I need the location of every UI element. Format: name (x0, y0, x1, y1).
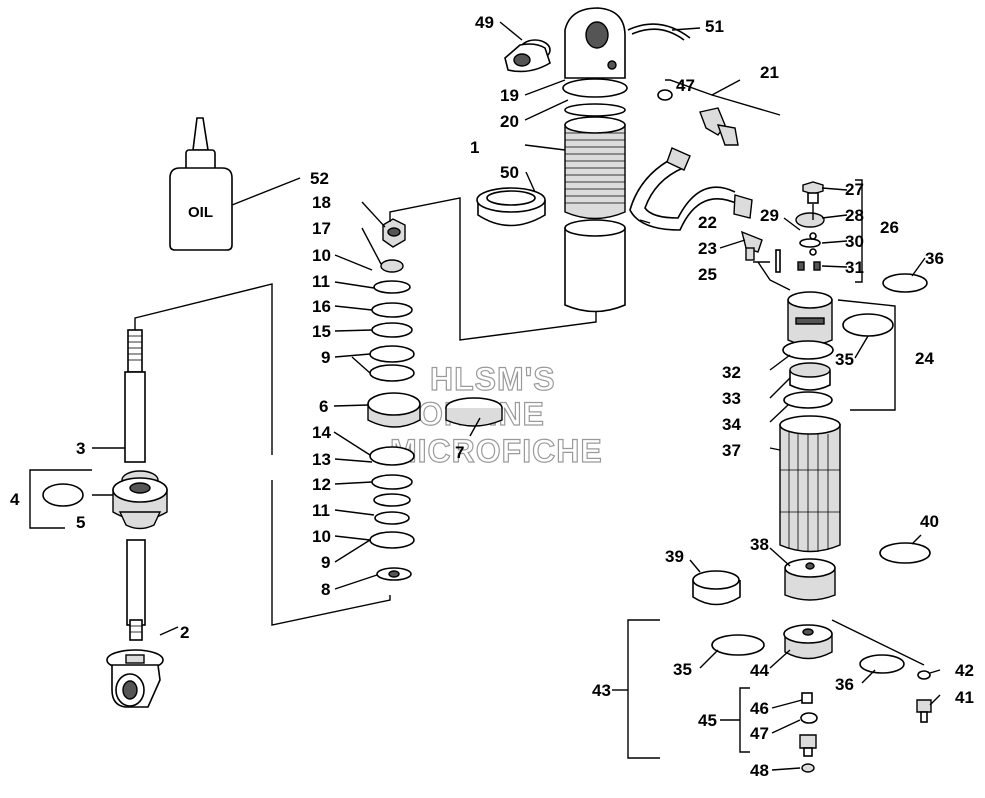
callout-6: 6 (319, 397, 328, 416)
callout-42: 42 (955, 661, 974, 680)
callout-30: 30 (845, 232, 864, 251)
callout-46: 46 (750, 699, 769, 718)
callout-37: 37 (722, 441, 741, 460)
callout-26: 26 (880, 218, 899, 237)
callout-24: 24 (915, 349, 934, 368)
callout-17: 17 (312, 219, 331, 238)
shaft-assembly (42, 329, 168, 708)
watermark-line-1: HLSM'S (430, 361, 556, 397)
callout-10a: 10 (312, 246, 331, 265)
callout-35a: 35 (835, 350, 854, 369)
callout-2: 2 (180, 623, 189, 642)
callout-29: 29 (760, 206, 779, 225)
callout-39: 39 (665, 547, 684, 566)
callout-27: 27 (845, 180, 864, 199)
callout-36a: 36 (925, 249, 944, 268)
callout-32: 32 (722, 363, 741, 382)
callout-52: 52 (310, 169, 329, 188)
callout-35b: 35 (673, 660, 692, 679)
callout-10b: 10 (312, 527, 331, 546)
callout-5: 5 (76, 513, 85, 532)
callout-19: 19 (500, 86, 519, 105)
oil-label: OIL (188, 204, 213, 221)
callout-38: 38 (750, 535, 769, 554)
callout-4: 4 (10, 490, 20, 509)
callout-15: 15 (312, 322, 331, 341)
callout-25: 25 (698, 265, 717, 284)
body-top-assembly (476, 7, 691, 313)
callout-51: 51 (705, 17, 724, 36)
callout-11a: 11 (312, 272, 330, 291)
callout-28: 28 (845, 206, 864, 225)
callout-1: 1 (470, 138, 479, 157)
callout-12: 12 (312, 475, 331, 494)
callout-45: 45 (698, 711, 717, 730)
callout-50: 50 (500, 163, 519, 182)
callout-36b: 36 (835, 675, 854, 694)
callout-41: 41 (955, 688, 974, 707)
callout-34: 34 (722, 415, 741, 434)
callout-9a: 9 (321, 348, 330, 367)
callout-18: 18 (312, 193, 331, 212)
callout-33: 33 (722, 389, 741, 408)
watermark-line-3: MICROFICHE (390, 433, 603, 469)
callout-16: 16 (312, 297, 331, 316)
callout-43: 43 (592, 681, 611, 700)
callout-31: 31 (845, 258, 864, 277)
callout-9b: 9 (321, 553, 330, 572)
callout-48: 48 (750, 761, 769, 780)
callout-40: 40 (920, 512, 939, 531)
callout-47a: 47 (676, 76, 695, 95)
callout-7: 7 (455, 443, 464, 462)
callout-11b: 11 (312, 501, 330, 520)
bottom-cap-assembly (692, 542, 932, 773)
callout-14: 14 (312, 423, 331, 442)
callout-labels: 1 2 3 4 5 6 7 8 9 9 10 10 11 11 12 13 14… (10, 13, 974, 780)
callout-21: 21 (760, 63, 779, 82)
callout-22: 22 (698, 213, 717, 232)
hose-assembly (629, 89, 763, 261)
callout-23: 23 (698, 239, 717, 258)
callout-49: 49 (475, 13, 494, 32)
callout-3: 3 (76, 439, 85, 458)
callout-20: 20 (500, 112, 519, 131)
callout-44: 44 (750, 661, 769, 680)
callout-8: 8 (321, 580, 330, 599)
reservoir-assembly (775, 181, 928, 553)
valve-stack (367, 218, 503, 581)
callout-47b: 47 (750, 724, 769, 743)
oil-bottle: OIL (169, 117, 233, 251)
callout-13: 13 (312, 450, 331, 469)
